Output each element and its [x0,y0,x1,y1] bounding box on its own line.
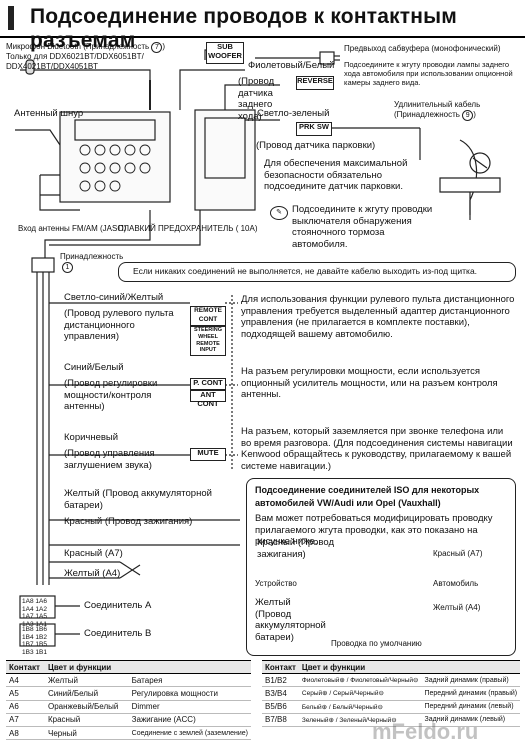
col-header-contact: Контакт [6,659,45,675]
reverse-wire-note: (Провод датчика заднего хода) [238,76,275,122]
reverse-wire-label: Фиолетовый/Белый [248,60,335,71]
table-header-row: Контакт Цвет и функции [262,659,521,675]
yellow-battery-label: Желтый (Провод аккумуляторной батареи) [64,488,212,511]
extension-cable-line2: (Принадлежность 9) [394,110,476,121]
iso-device: Устройство [255,579,297,588]
red-a7-label: Красный (A7) [64,548,123,559]
accessory-num-1: 1 [62,262,73,273]
iso-red-a7: Красный (A7) [433,549,483,558]
antenna-label: Антенный шнур [14,108,84,119]
table-header-row: Контакт Цвет и функции [6,659,251,675]
note-icon: ✎ [270,206,288,220]
mute-wire-label: Коричневый [64,432,119,443]
iso-red-ignition: Красный (Провод зажигания) [257,537,334,560]
remote-wire-note: (Провод рулевого пульта дистанционного у… [64,308,174,342]
warning-text: Если никаких соединений не выполняется, … [133,266,478,276]
watermark: mFeldo.ru [372,719,479,744]
connector-a-pins: 1A8 1A6 1A4 1A2 1A7 1A5 1A3 1A1 [22,598,47,628]
connector-b-label: Соединитель В [84,628,152,639]
prk-sw-box: PRK SW [296,122,332,136]
power-wire-note: (Провод регулировки мощности/контроля ан… [64,378,158,412]
warning-box: Если никаких соединений не выполняется, … [118,262,516,282]
iso-default-wiring: Проводка по умолчанию [331,639,422,648]
steering-input-box: STEERING WHEEL REMOTE INPUT [190,326,226,356]
reverse-desc: Подсоедините к жгуту проводки лампы задн… [344,60,513,87]
connector-b-pins: 1B8 1B6 1B4 1B2 1B7 1B5 1B3 1B1 [22,626,47,656]
iso-vehicle: Автомобиль [433,579,479,588]
iso-connection-box: Подсоединение соединителей ISO для некот… [246,478,516,656]
mute-desc: На разъем, который заземляется при звонк… [241,426,513,472]
mute-box: MUTE [190,448,226,461]
mic-label: Микрофон Bluetooth (Принадлежность 7) [6,42,166,53]
col-header-contact: Контакт [262,659,299,675]
extension-cable-line1: Удлинительный кабель [394,100,481,109]
iso-desc: Вам может потребоваться модифицировать п… [255,513,493,547]
iso-title-line2: автомобилей VW/Audi или Opel (Vauxhall) [255,498,441,508]
prk-sw-desc: Для обеспечения максимальной безопасност… [264,158,408,192]
remote-cont-box: REMOTE CONT [190,306,226,326]
iso-title-line1: Подсоединение соединителей ISO для некот… [255,485,480,495]
col-header-function [128,659,251,675]
accessory1-label: Принадлежность [60,252,124,261]
prk-sw-note: Подсоедините к жгуту проводки выключател… [292,204,433,250]
iso-yellow-battery: Желтый (Провод аккумуляторной батареи) [255,597,326,643]
mic-models-line2: Только для DDX6021BT/DDX6051BT/ [6,52,144,61]
accessory-num-7: 7 [151,42,163,53]
reverse-box: REVERSE [296,76,334,90]
col-header-color: Цвет и функции [298,659,422,675]
accessory-num-9: 9 [462,110,474,121]
page-title: Подсоединение проводов к контактным разъ… [0,0,525,52]
p-cont-box: P. CONT [190,378,226,390]
yellow-a4-label: Желтый (A4) [64,568,121,579]
fm-am-input-label: Вход антенны FM/AM (JASO) [18,224,127,233]
col-header-function [421,659,521,675]
sub-woofer-desc: Предвыход сабвуфера (монофонический) [344,44,501,53]
prk-sw-wire-note: (Провод датчика парковки) [256,140,376,151]
ant-cont-box: ANT CONT [190,390,226,407]
sub-woofer-box: SUB WOOFER [206,42,244,64]
remote-desc: Для использования функции рулевого пульт… [241,294,515,340]
fuse-label: ПЛАВКИЙ ПРЕДОХРАНИТЕЛЬ ( 10A) [118,224,258,233]
col-header-color: Цвет и функции [45,659,129,675]
power-wire-label: Синий/Белый [64,362,124,373]
connector-a-label: Соединитель А [84,600,152,611]
extension-cable-acc: (Принадлежность [394,110,460,119]
mic-models-line3: DDX4021BT/DDX4051BT [6,62,99,71]
prk-sw-wire-label: Светло-зеленый [257,108,330,119]
red-ignition-label: Красный (Провод зажигания) [64,516,193,527]
power-desc: На разъем регулировки мощности, если исп… [241,366,498,400]
remote-wire-label: Светло-синий/Желтый [64,292,164,303]
title-bar-decoration [8,6,14,30]
mic-line1: Микрофон Bluetooth (Принадлежность [6,42,150,51]
mute-wire-note: (Провод управления заглушением звука) [64,448,155,471]
title-text: Подсоединение проводов к контактным разъ… [30,5,458,52]
iso-yellow-a4: Желтый (A4) [433,603,481,612]
